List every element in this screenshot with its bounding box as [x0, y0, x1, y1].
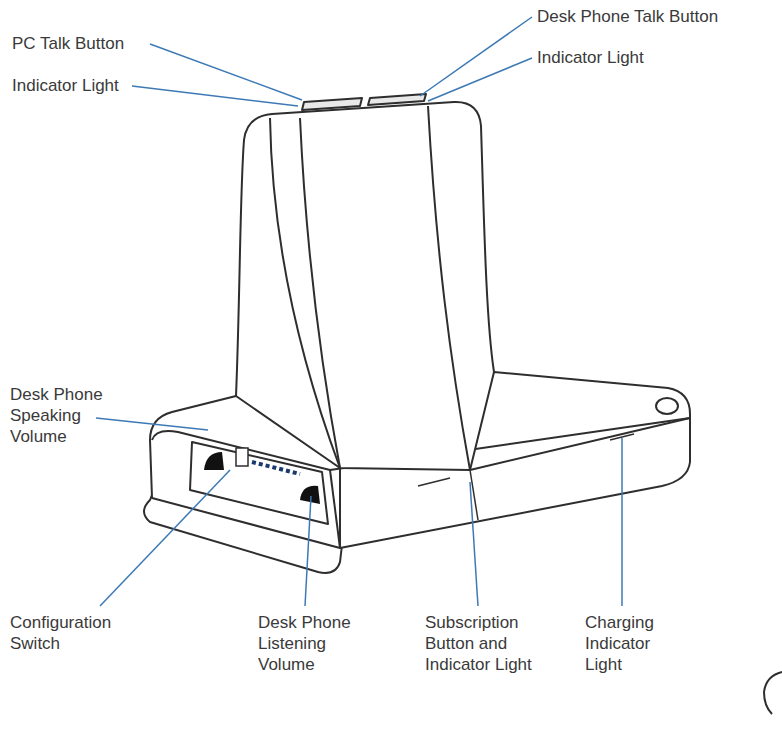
part-label: Indicator Light	[12, 75, 212, 96]
configuration-switch	[236, 448, 248, 466]
part-label: Desk Phone Speaking Volume	[10, 384, 110, 447]
fragment	[764, 672, 782, 714]
hole	[656, 398, 678, 414]
leader-line	[470, 482, 478, 606]
speaking-volume-dial	[204, 452, 224, 470]
leader-line	[96, 418, 208, 430]
tower-panel-line	[300, 118, 340, 468]
leader-line	[305, 496, 311, 606]
tower-panel-line	[428, 106, 470, 470]
base-corner	[330, 470, 340, 548]
part-label: Configuration Switch	[10, 612, 135, 654]
leader-line	[621, 438, 623, 606]
part-label: Subscription Button and Indicator Light	[425, 612, 533, 675]
leader-line	[100, 470, 230, 606]
part-label: Indicator Light	[537, 47, 737, 68]
leader-line	[132, 86, 298, 106]
compartment	[190, 442, 328, 524]
leader-line	[428, 58, 532, 101]
tower	[236, 102, 494, 470]
leader-line	[420, 17, 532, 96]
part-label: Charging Indicator Light	[585, 612, 677, 675]
subscription-button	[418, 478, 450, 486]
part-label: Desk Phone Talk Button	[537, 6, 777, 27]
pc-talk-button	[302, 98, 362, 110]
controls	[204, 434, 634, 504]
desk-phone-talk-button	[368, 94, 426, 105]
switch-marks	[252, 462, 300, 474]
base-edge	[470, 418, 690, 470]
part-label: Desk Phone Listening Volume	[258, 612, 358, 675]
part-label: PC Talk Button	[12, 33, 212, 54]
base-station	[144, 94, 782, 714]
leader-lines	[96, 17, 622, 606]
base-edge	[339, 468, 341, 548]
tower-panel-line	[270, 118, 340, 468]
